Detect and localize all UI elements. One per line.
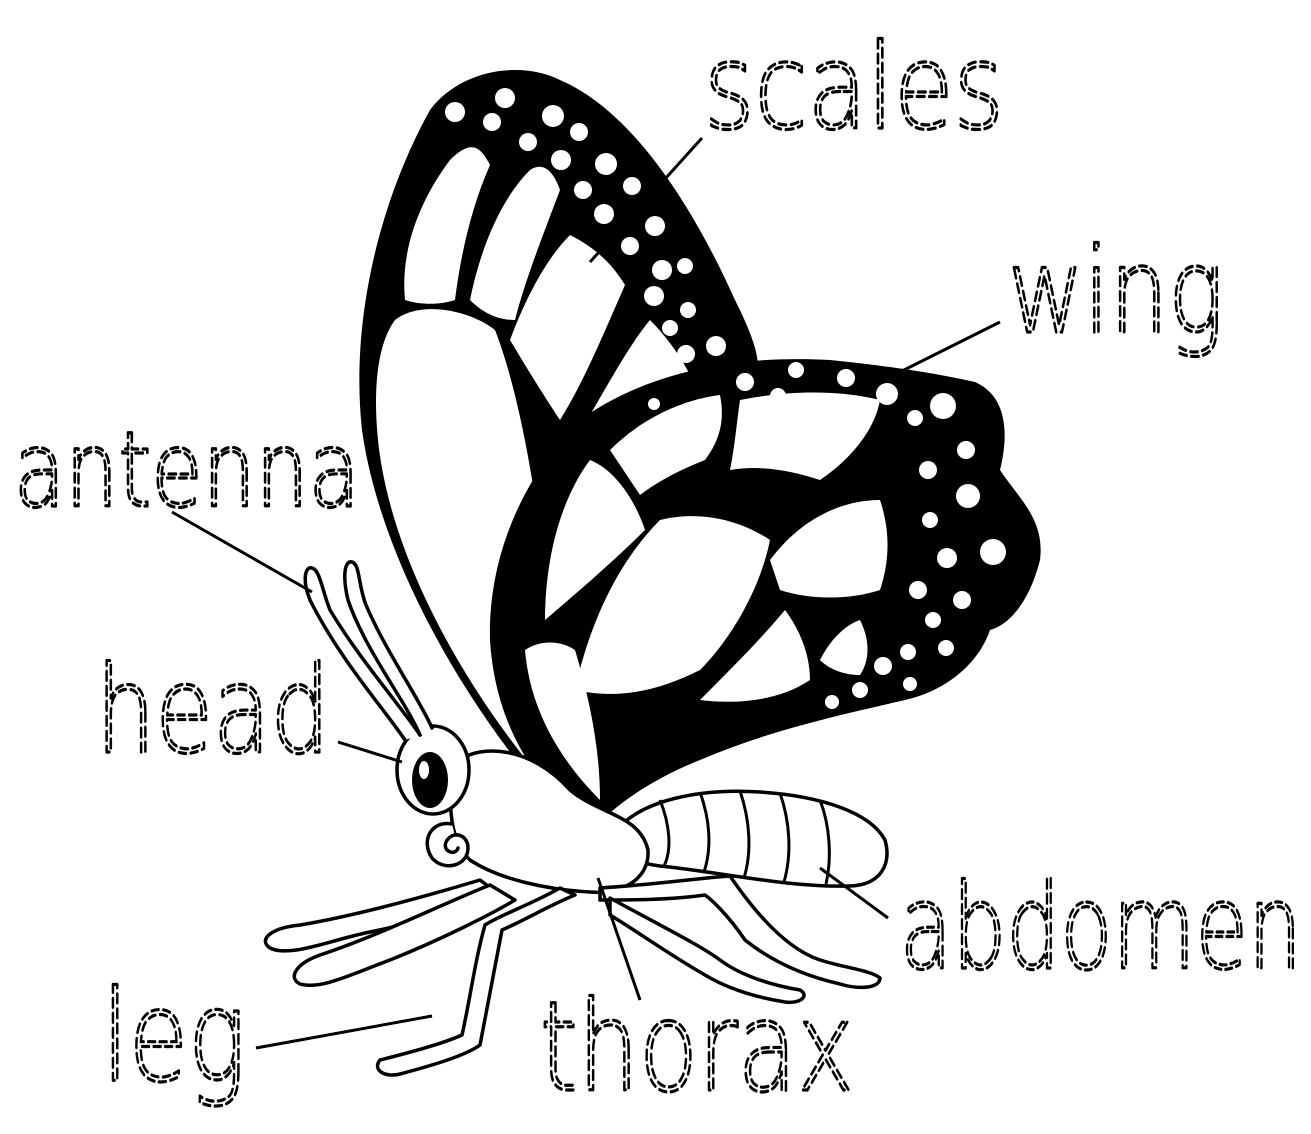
label-leg: leg [102,963,246,1110]
leader-wing [900,322,1000,372]
label-abdomen: abdomen [900,858,1302,996]
hindwing [490,359,1041,832]
label-scales: scales [704,18,1004,156]
label-head: head [96,642,330,781]
label-thorax: thorax [540,976,854,1120]
label-wing: wing [1008,222,1224,360]
leader-leg [256,1016,432,1048]
abdomen-body [615,791,887,886]
label-antenna: antenna [14,409,360,531]
leader-head [338,742,402,762]
head-body [397,726,469,866]
